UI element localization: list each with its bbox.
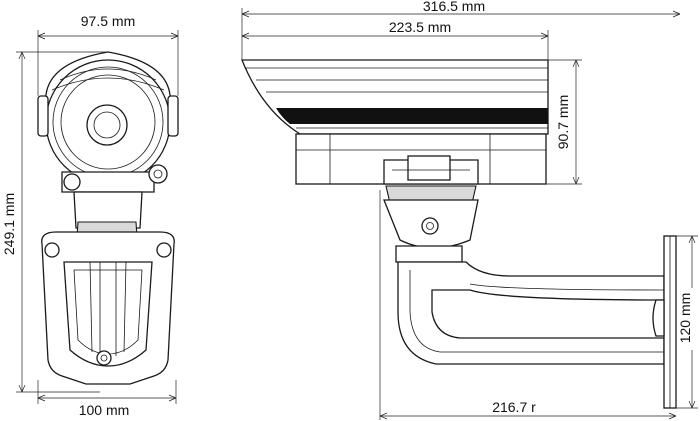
overall-length-label: 316.5 mm bbox=[423, 0, 485, 14]
bracket-height-label: 120 mm bbox=[677, 293, 693, 344]
mount-width-label: 100 mm bbox=[79, 402, 130, 418]
side-view bbox=[241, 59, 677, 409]
front-dimension-lines bbox=[16, 30, 179, 404]
front-width-label: 97.5 mm bbox=[81, 13, 135, 29]
overall-height-label: 249.1 mm bbox=[1, 193, 17, 255]
housing-length-label: 223.5 mm bbox=[389, 19, 451, 35]
bracket-reach-label: 216.7 r bbox=[492, 399, 536, 415]
front-view bbox=[37, 51, 179, 385]
housing-height-label: 90.7 mm bbox=[555, 95, 571, 149]
